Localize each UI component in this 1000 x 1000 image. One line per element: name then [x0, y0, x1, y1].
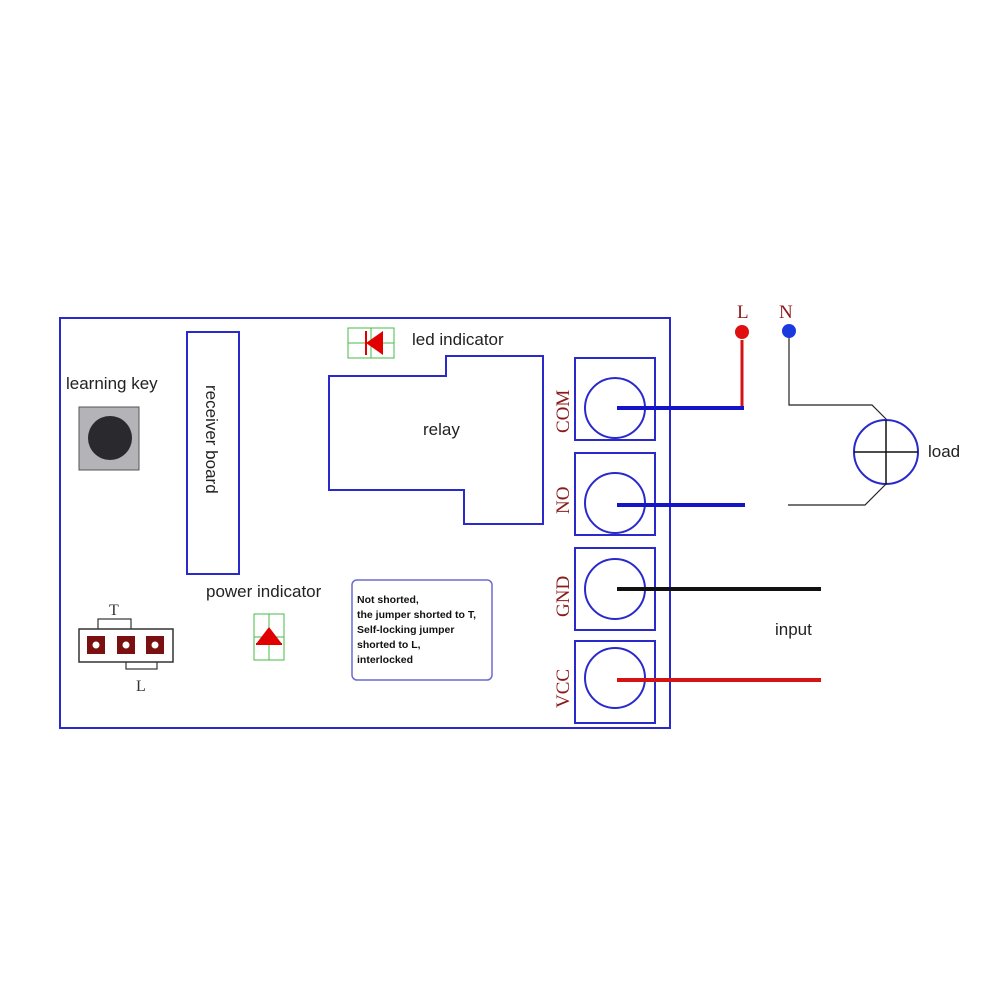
- relay-label: relay: [423, 420, 460, 439]
- led-indicator-label: led indicator: [412, 330, 504, 349]
- note-line: Not shorted,: [357, 594, 419, 606]
- line-l-label: L: [737, 302, 749, 323]
- terminal-vcc-label: VCC: [553, 669, 574, 708]
- note-line: interlocked: [357, 654, 414, 666]
- note-line: the jumper shorted to T,: [357, 609, 477, 621]
- load-label: load: [928, 442, 960, 461]
- terminal-no-label: NO: [553, 487, 574, 514]
- receiver-board: [186, 331, 240, 575]
- jumper-t-label: T: [109, 602, 119, 619]
- note-line: Self-locking jumper: [357, 624, 455, 636]
- learning-key-label: learning key: [66, 374, 158, 393]
- power-indicator-label: power indicator: [206, 582, 322, 601]
- wire-neutral: [788, 338, 888, 421]
- jumper-block[interactable]: [78, 618, 174, 670]
- learning-key-button[interactable]: [78, 406, 140, 471]
- jumper-note-box: [351, 579, 493, 681]
- jumper-note: Not shorted, the jumper shorted to T, Se…: [357, 593, 495, 668]
- wire-load-return: [788, 483, 887, 506]
- receiver-board-label: receiver board: [202, 385, 221, 494]
- terminal-com-label: COM: [553, 390, 574, 433]
- terminal-l-dot: [735, 325, 749, 339]
- board-outline: [59, 317, 671, 729]
- relay-outline: [328, 355, 544, 525]
- power-indicator-icon: [253, 613, 285, 661]
- load-lamp-icon: [853, 419, 919, 485]
- input-label: input: [775, 620, 812, 639]
- led-indicator-icon: [347, 327, 395, 359]
- terminal-block: [574, 357, 656, 724]
- line-n-label: N: [779, 302, 793, 323]
- note-line: shorted to L,: [357, 639, 421, 651]
- terminal-n-dot: [782, 324, 796, 338]
- jumper-l-label: L: [136, 678, 146, 695]
- terminal-gnd-label: GND: [553, 576, 574, 617]
